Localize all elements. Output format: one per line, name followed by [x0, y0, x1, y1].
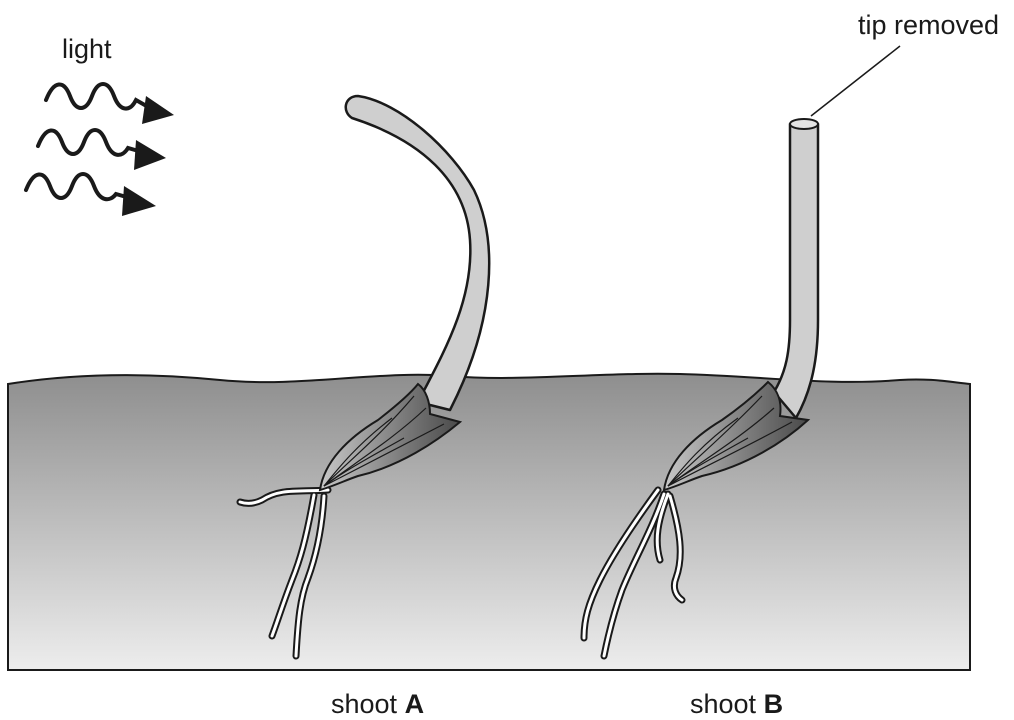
- shoot-b-cut-tip: [790, 119, 818, 129]
- soil: [8, 374, 970, 670]
- light-label: light: [62, 34, 112, 64]
- light-ray-arrow-icon: [46, 84, 174, 124]
- shoot-a-label-prefix: shoot: [331, 689, 405, 719]
- tip-removed-leader-line: [811, 46, 900, 116]
- shoot-a-label: shoot A: [331, 689, 424, 719]
- tip-removed-label: tip removed: [858, 10, 999, 40]
- shoot-b-label-prefix: shoot: [690, 689, 764, 719]
- shoot-b-label: shoot B: [690, 689, 783, 719]
- light-ray-arrow-icon: [38, 130, 166, 170]
- light-rays: [26, 84, 174, 216]
- shoot-b-label-letter: B: [764, 689, 784, 719]
- shoot-a-label-letter: A: [405, 689, 425, 719]
- light-ray-arrow-icon: [26, 174, 156, 216]
- shoot-a-stem: [346, 96, 489, 410]
- shoot-b-stem: [774, 124, 818, 418]
